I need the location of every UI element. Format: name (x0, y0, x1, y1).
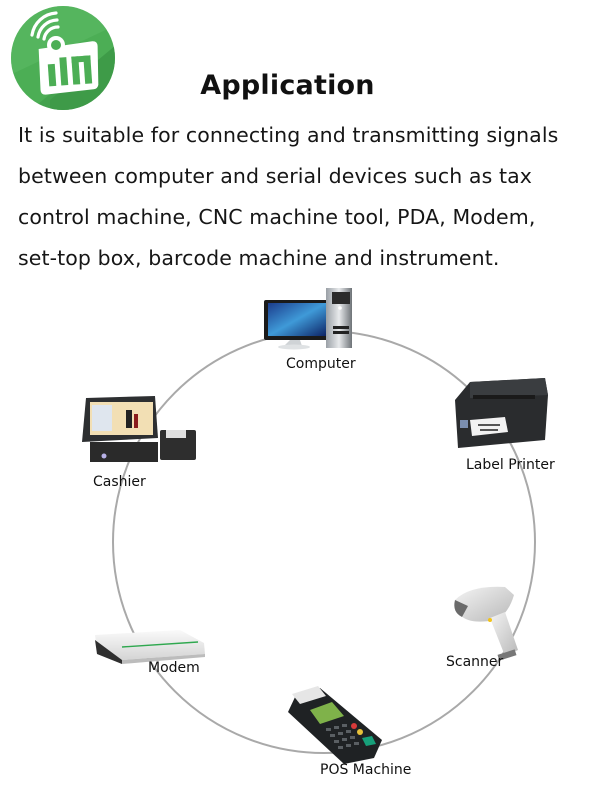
description-paragraph: It is suitable for connecting and transm… (18, 115, 600, 279)
brand-logo-icon (11, 6, 115, 110)
device-label-modem: Modem (148, 660, 200, 676)
description-line: It is suitable for connecting and transm… (18, 123, 559, 147)
description-line: between computer and serial devices such… (18, 164, 532, 188)
description-line: set-top box, barcode machine and instrum… (18, 246, 500, 270)
label-printer-icon (455, 378, 548, 448)
device-label-scanner: Scanner (446, 654, 504, 670)
device-label-cashier: Cashier (93, 474, 146, 490)
cashier-register-icon (82, 396, 196, 462)
device-label-computer: Computer (286, 356, 356, 372)
device-ring (82, 288, 548, 764)
device-label-label-printer: Label Printer (466, 457, 555, 473)
barcode-scanner-icon (454, 586, 518, 661)
section-heading: Application (200, 70, 375, 101)
computer-icon (264, 288, 352, 350)
modem-icon (95, 630, 205, 664)
pos-machine-icon (288, 686, 382, 764)
device-label-pos-machine: POS Machine (320, 762, 412, 778)
description-line: control machine, CNC machine tool, PDA, … (18, 205, 536, 229)
application-diagram: Computer Label Printer Scanner POS Machi… (0, 280, 600, 791)
